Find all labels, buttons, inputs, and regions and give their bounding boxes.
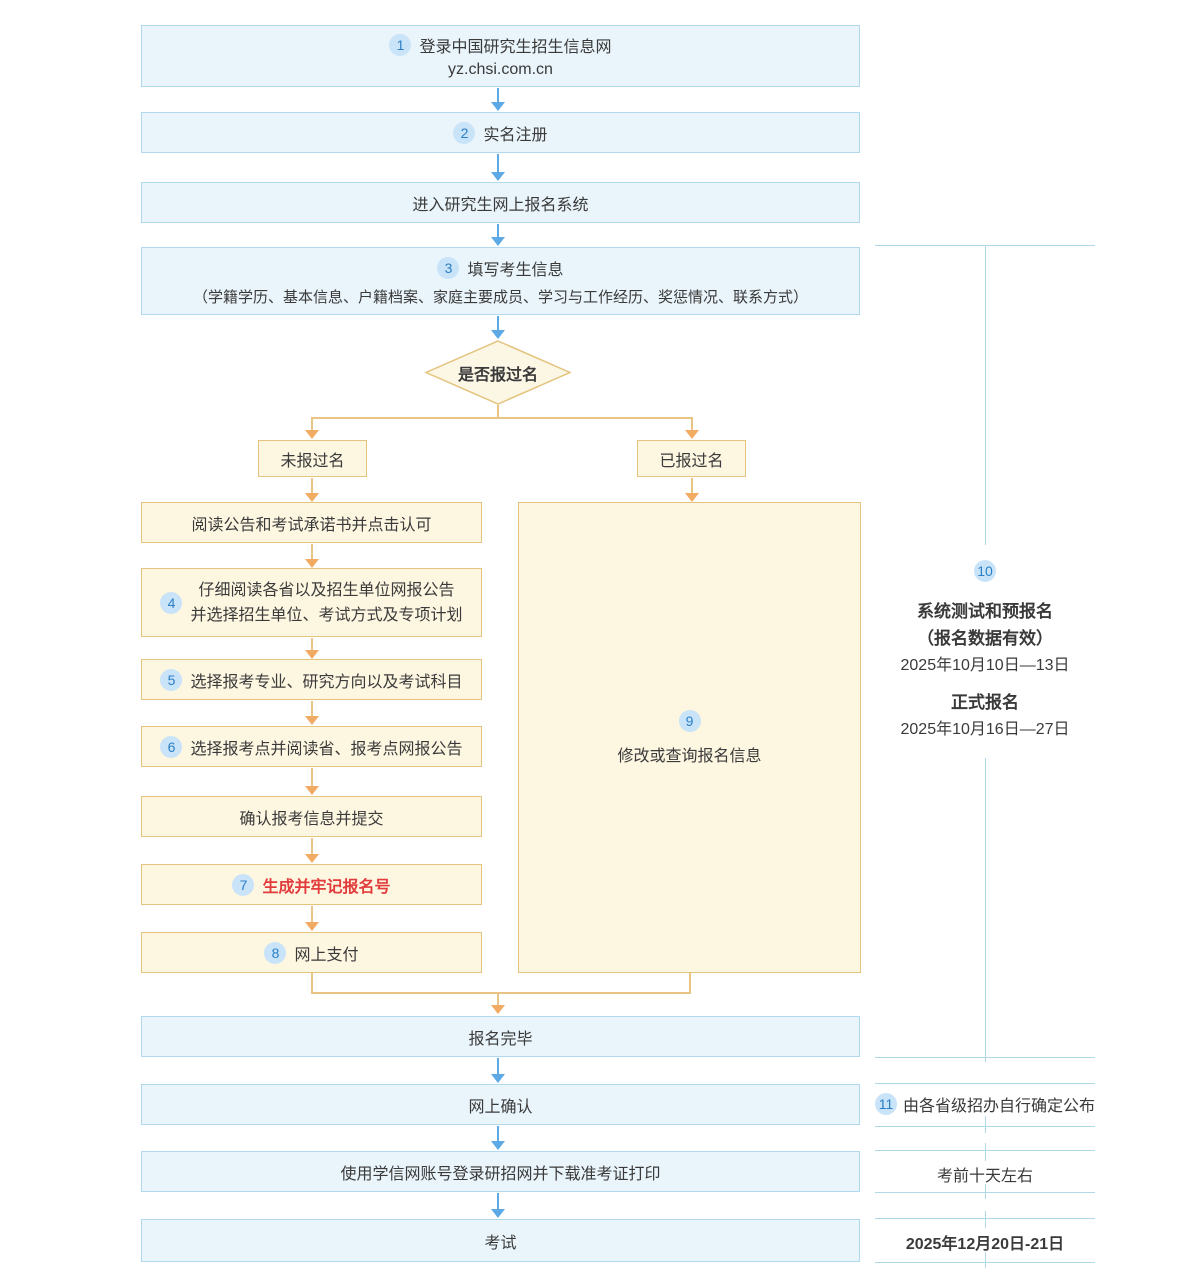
decision-diamond: 是否报过名 <box>424 340 572 405</box>
arrow-down-icon <box>304 906 320 931</box>
step-modify-query-label: 修改或查询报名信息 <box>617 747 762 765</box>
sidebar-line <box>985 245 986 545</box>
step-online-confirm-label: 网上确认 <box>468 1098 533 1116</box>
arrow-down-icon <box>304 768 320 795</box>
connector-line <box>311 973 313 993</box>
step-read-notice-label: 阅读公告和考试承诺书并点击认可 <box>191 516 432 534</box>
branch-not-registered-label: 未报过名 <box>280 452 345 470</box>
step-read-announcements-box: 4 仔细阅读各省以及招生单位网报公告 并选择招生单位、考试方式及专项计划 <box>141 568 482 637</box>
sidebar-badge-11: 11 <box>875 1093 897 1115</box>
step-online-payment-box: 8 网上支付 <box>141 932 482 973</box>
step-choose-major-label: 选择报考专业、研究方向以及考试科目 <box>190 673 463 691</box>
step-badge-7: 7 <box>232 873 255 896</box>
arrow-down-icon <box>304 838 320 863</box>
sidebar-line <box>985 758 986 1062</box>
arrow-down-icon <box>490 992 506 1014</box>
step-badge-5: 5 <box>160 668 183 691</box>
sidebar-tick <box>985 1252 986 1268</box>
sidebar-pre-registration-note: （报名数据有效） <box>917 629 1053 648</box>
step-registration-complete-label: 报名完毕 <box>468 1030 533 1048</box>
sidebar-line <box>875 1083 1095 1084</box>
step-confirm-submit-box: 确认报考信息并提交 <box>141 796 482 837</box>
arrow-down-icon <box>490 1193 506 1218</box>
arrow-down-icon <box>490 224 506 246</box>
step-read-announcements-line2: 并选择招生单位、考试方式及专项计划 <box>190 606 463 624</box>
branch-registered-label: 已报过名 <box>659 452 724 470</box>
sidebar-province-announce-label: 由各省级招办自行确定公布 <box>903 1098 1096 1115</box>
step-choose-exam-site-label: 选择报考点并阅读省、报考点网报公告 <box>190 740 463 758</box>
decision-label: 是否报过名 <box>457 366 538 384</box>
step-choose-exam-site-box: 6 选择报考点并阅读省、报考点网报公告 <box>141 726 482 767</box>
arrow-down-icon <box>490 88 506 111</box>
connector-line <box>689 973 691 993</box>
sidebar-tick <box>985 1211 986 1228</box>
step-login-url: yz.chsi.com.cn <box>448 61 553 78</box>
step-online-confirm-box: 网上确认 <box>141 1084 860 1125</box>
arrow-down-icon <box>684 417 700 439</box>
sidebar-ten-days-note: 考前十天左右 <box>936 1168 1033 1185</box>
step-read-announcements-line1: 仔细阅读各省以及招生单位网报公告 <box>198 581 455 599</box>
arrow-down-icon <box>684 478 700 502</box>
step-online-payment-label: 网上支付 <box>294 946 359 964</box>
step-exam-label: 考试 <box>484 1234 517 1252</box>
step-badge-1: 1 <box>389 34 412 56</box>
arrow-down-icon <box>490 154 506 181</box>
step-fill-info-box: 3 填写考生信息 （学籍学历、基本信息、户籍档案、家庭主要成员、学习与工作经历、… <box>141 247 860 315</box>
arrow-down-icon <box>490 316 506 339</box>
step-badge-3: 3 <box>437 256 460 279</box>
step-fill-info-label: 填写考生信息 <box>467 261 564 279</box>
step-modify-query-box: 9 修改或查询报名信息 <box>518 502 861 973</box>
sidebar-tick <box>985 1184 986 1199</box>
sidebar-exam-date-note: 2025年12月20日-21日 <box>905 1236 1065 1253</box>
step-generate-number-box: 7 生成并牢记报名号 <box>141 864 482 905</box>
step-choose-major-box: 5 选择报考专业、研究方向以及考试科目 <box>141 659 482 700</box>
step-generate-number-label: 生成并牢记报名号 <box>262 878 391 896</box>
step-download-ticket-label: 使用学信网账号登录研招网并下载准考证打印 <box>340 1165 661 1183</box>
arrow-down-icon <box>304 478 320 502</box>
step-download-ticket-box: 使用学信网账号登录研招网并下载准考证打印 <box>141 1151 860 1192</box>
step-badge-8: 8 <box>264 941 287 964</box>
arrow-down-icon <box>304 701 320 725</box>
step-read-notice-box: 阅读公告和考试承诺书并点击认可 <box>141 502 482 543</box>
step-register-label: 实名注册 <box>483 126 548 144</box>
step-badge-2: 2 <box>453 121 476 144</box>
step-confirm-submit-label: 确认报考信息并提交 <box>239 810 384 828</box>
step-badge-9: 9 <box>678 709 701 732</box>
sidebar-tick <box>985 1143 986 1161</box>
step-register-box: 2 实名注册 <box>141 112 860 153</box>
sidebar-official-registration-title: 正式报名 <box>951 693 1019 712</box>
diamond-shape-icon <box>424 340 572 405</box>
arrow-down-icon <box>304 417 320 439</box>
step-login-box: 1 登录中国研究生招生信息网 yz.chsi.com.cn <box>141 25 860 87</box>
step-badge-4: 4 <box>160 591 183 614</box>
arrow-down-icon <box>304 544 320 568</box>
arrow-down-icon <box>304 638 320 659</box>
step-enter-system-label: 进入研究生网上报名系统 <box>412 196 589 214</box>
sidebar-pre-registration-title: 系统测试和预报名 <box>917 602 1053 621</box>
arrow-down-icon <box>490 1126 506 1150</box>
sidebar-pre-registration-date: 2025年10月10日—13日 <box>900 657 1070 674</box>
step-registration-complete-box: 报名完毕 <box>141 1016 860 1057</box>
step-badge-6: 6 <box>160 735 183 758</box>
sidebar-tick <box>985 1116 986 1133</box>
sidebar-schedule-block: 系统测试和预报名 （报名数据有效） 2025年10月10日—13日 正式报名 2… <box>845 598 1125 743</box>
sidebar-item-11: 11 由各省级招办自行确定公布 <box>875 1092 1095 1116</box>
step-fill-info-sub: （学籍学历、基本信息、户籍档案、家庭主要成员、学习与工作经历、奖惩情况、联系方式… <box>192 288 808 306</box>
sidebar-line <box>875 1057 1095 1058</box>
step-exam-box: 考试 <box>141 1219 860 1262</box>
sidebar-badge-10: 10 <box>974 560 996 582</box>
connector-line <box>311 417 692 419</box>
connector-line <box>311 992 691 994</box>
branch-not-registered-box: 未报过名 <box>258 440 367 477</box>
step-login-label: 登录中国研究生招生信息网 <box>419 39 612 56</box>
arrow-down-icon <box>490 1058 506 1083</box>
step-enter-system-box: 进入研究生网上报名系统 <box>141 182 860 223</box>
branch-registered-box: 已报过名 <box>637 440 746 477</box>
connector-line <box>497 405 499 418</box>
sidebar-official-registration-date: 2025年10月16日—27日 <box>900 721 1070 738</box>
